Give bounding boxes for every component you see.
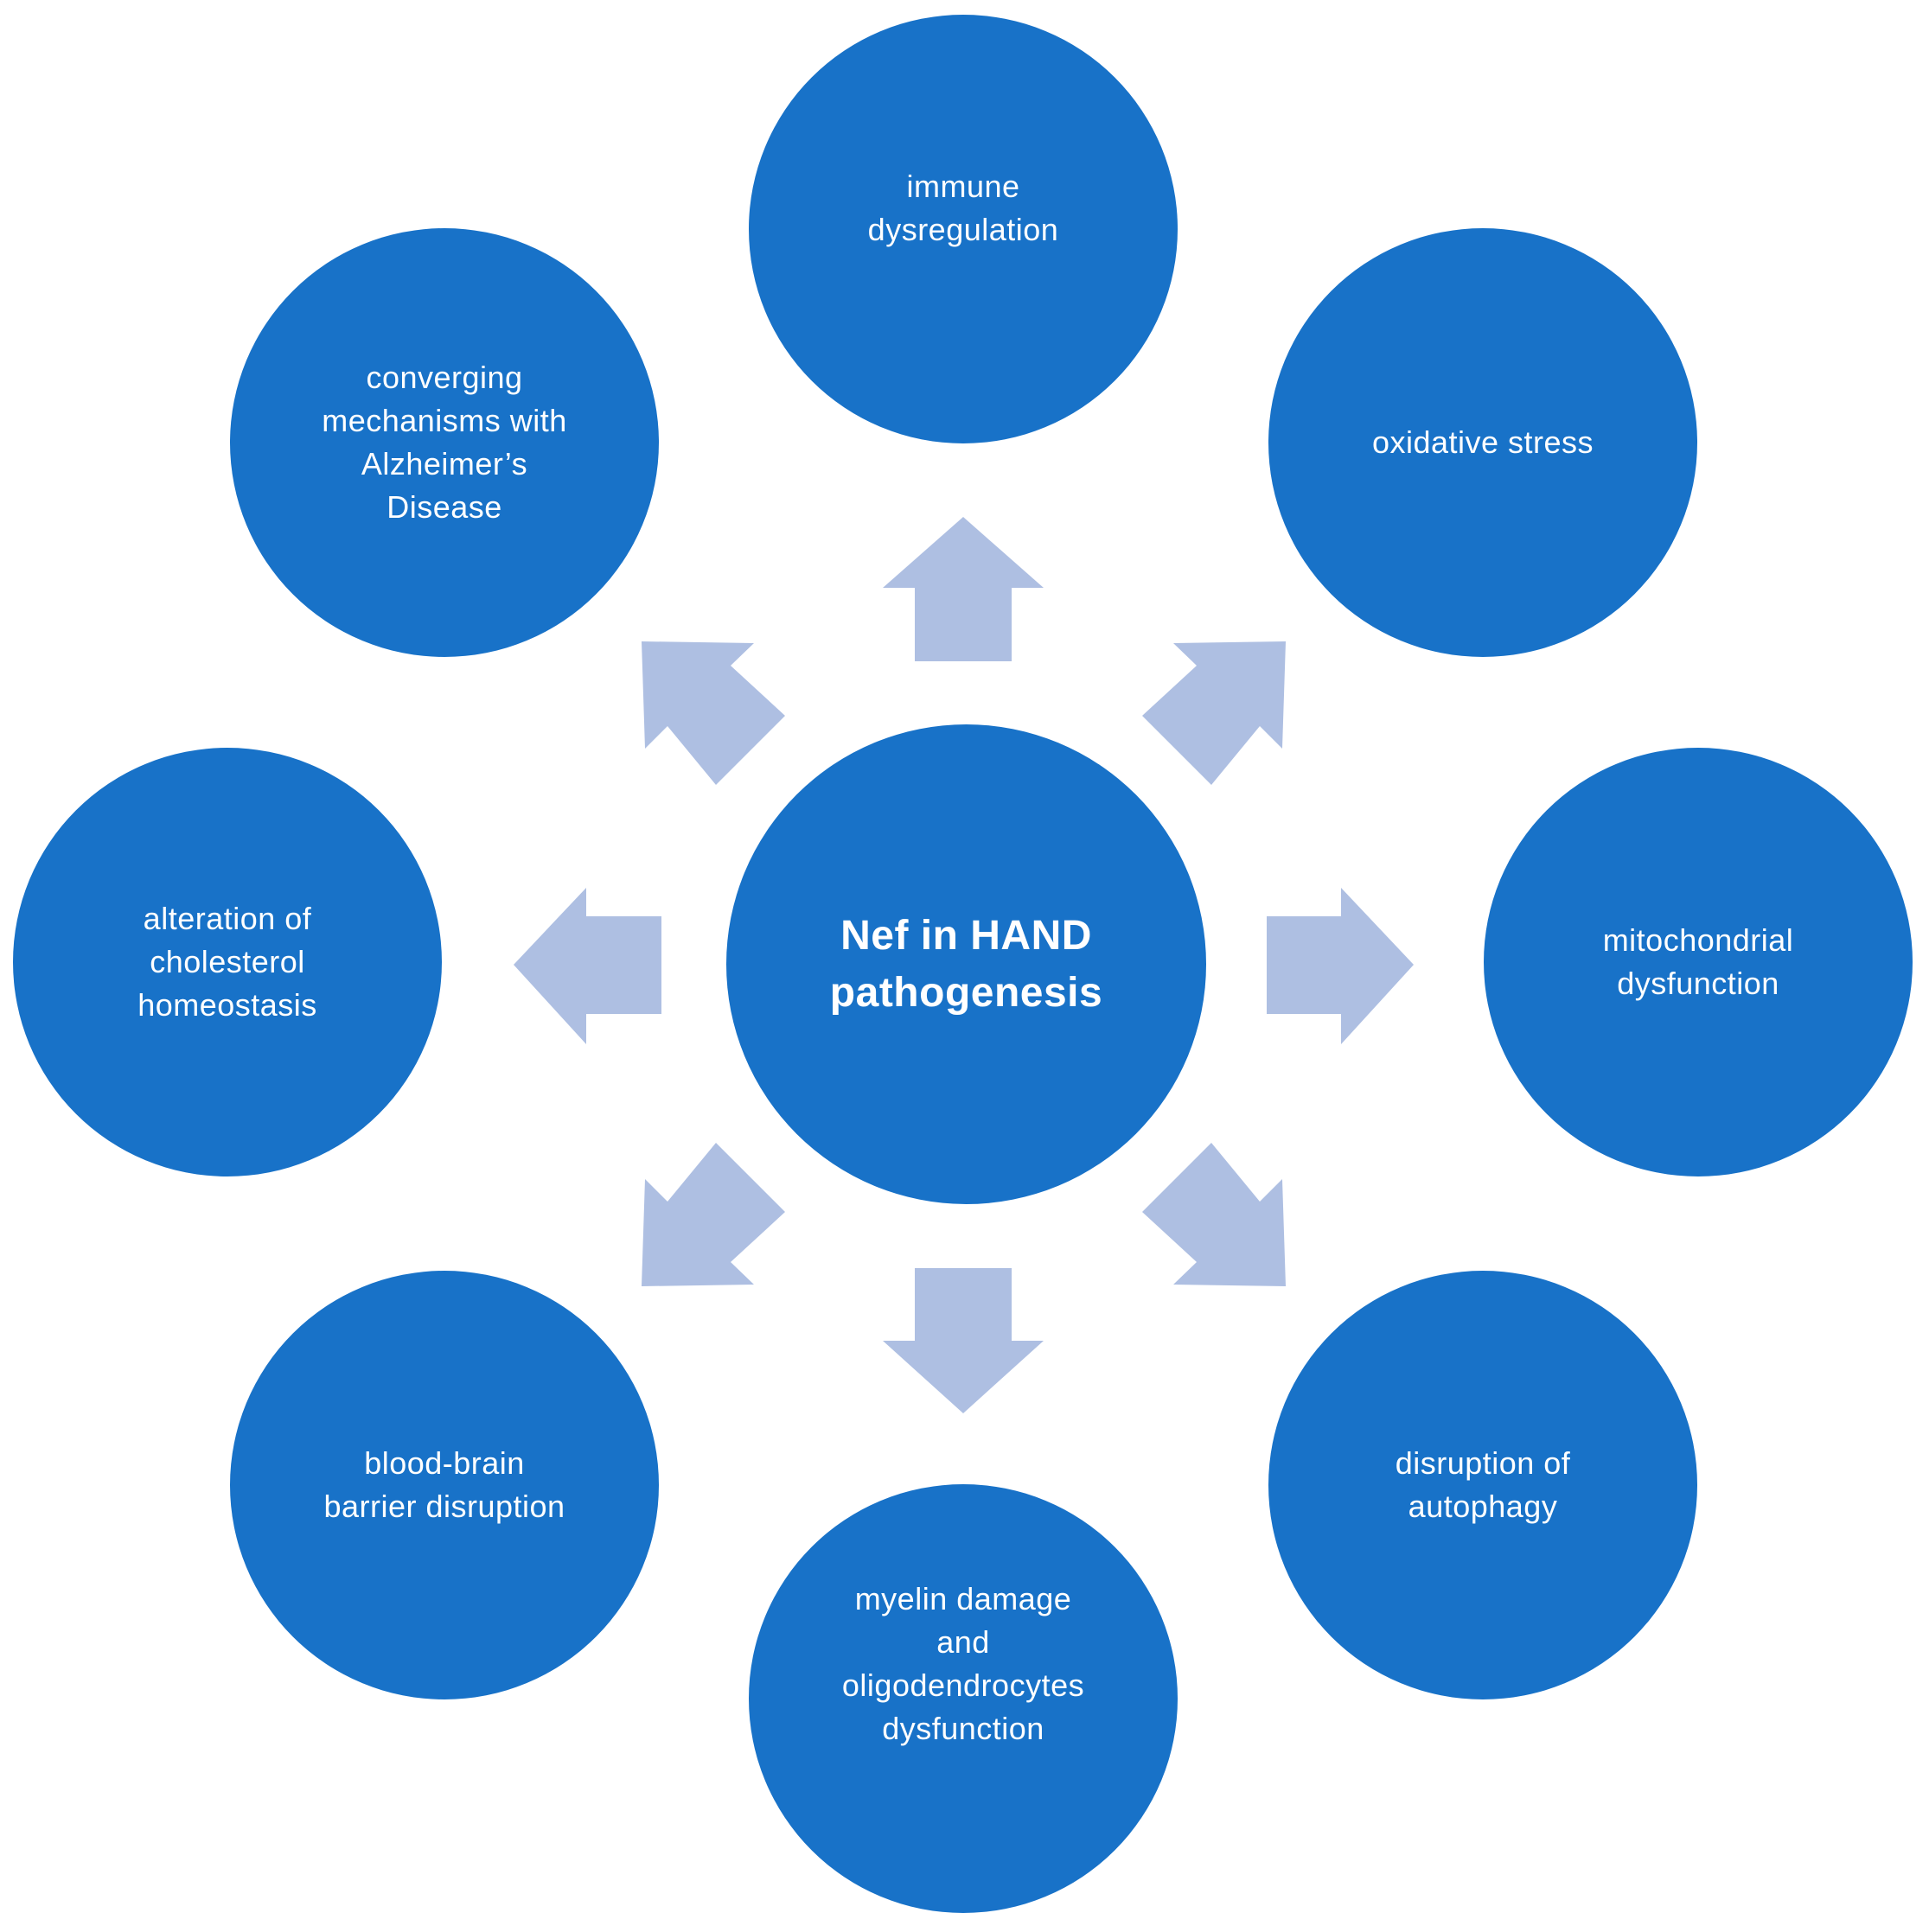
node-label: immune dysregulation	[867, 169, 1059, 247]
node-mitochondrial-dysfunction: mitochondrial dysfunction	[1484, 748, 1913, 1176]
node-label: mitochondrial dysfunction	[1602, 922, 1794, 1001]
center-node: Nef in HAND pathogenesis	[726, 724, 1206, 1204]
arrow-up	[883, 517, 1044, 661]
arrow-down-right	[1142, 1143, 1286, 1286]
node-label: alteration of cholesterol homeostasis	[137, 901, 317, 1023]
node-immune-dysregulation: immune dysregulation	[749, 15, 1178, 443]
node-alzheimers-mechanisms: converging mechanisms with Alzheimer’s D…	[230, 228, 659, 657]
node-blood-brain-barrier: blood-brain barrier disruption	[230, 1271, 659, 1699]
node-label: oxidative stress	[1371, 424, 1594, 460]
node-disruption-of-autophagy: disruption of autophagy	[1268, 1271, 1697, 1699]
node-label: converging mechanisms with Alzheimer’s D…	[322, 360, 567, 525]
arrow-down	[883, 1268, 1044, 1413]
arrow-down-left	[642, 1143, 785, 1286]
node-label: blood-brain barrier disruption	[323, 1445, 565, 1524]
node-oxidative-stress: oxidative stress	[1268, 228, 1697, 657]
node-myelin-damage: myelin damage and oligodendrocytes dysfu…	[749, 1484, 1178, 1913]
node-cholesterol-homeostasis: alteration of cholesterol homeostasis	[13, 748, 442, 1176]
center-label: Nef in HAND pathogenesis	[829, 912, 1103, 1016]
node-label: disruption of autophagy	[1395, 1445, 1571, 1524]
node-label: myelin damage and oligodendrocytes dysfu…	[841, 1581, 1085, 1746]
arrow-up-left	[642, 641, 785, 785]
arrow-left	[514, 888, 661, 1044]
arrow-up-right	[1142, 641, 1286, 785]
arrow-right	[1267, 888, 1414, 1044]
